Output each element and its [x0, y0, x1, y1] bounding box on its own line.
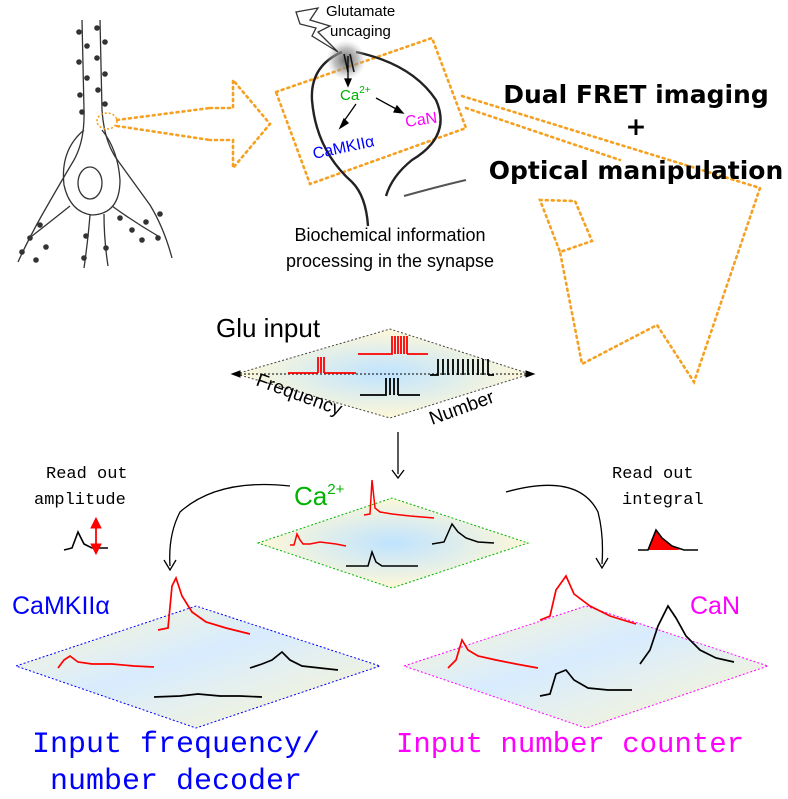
camkii-trace-few-pulses — [153, 693, 263, 698]
arrow-ca-to-can — [375, 97, 399, 111]
input-train-few-pulses — [360, 378, 420, 396]
biochem-caption-line1: Biochemical information — [294, 225, 485, 245]
can-response-plane — [402, 605, 770, 729]
zoom-leader-bottom — [115, 124, 212, 142]
can-trace-high-freq — [539, 574, 637, 625]
amplitude-trace-icon — [63, 530, 108, 551]
can-trace-few-pulses — [539, 668, 632, 697]
arrow-ca-to-camkii-readout — [169, 483, 291, 567]
input-train-high-freq — [358, 336, 428, 355]
arrow-ca-to-can-readout — [505, 484, 604, 565]
optical-manipulation-heading: Optical manipulation — [489, 156, 784, 185]
glu-input-plane — [234, 328, 532, 419]
readout-amplitude-line2: amplitude — [34, 491, 126, 510]
uncaging-label-line2: uncaging — [330, 23, 391, 40]
synapse-zoom-box — [274, 36, 468, 186]
glu-input-title: Glu input — [216, 313, 321, 343]
frequency-number-axes — [230, 370, 536, 378]
biochem-caption-line2: processing in the synapse — [286, 251, 494, 271]
can-title-bottom: CaN — [690, 592, 740, 620]
can-trace-many-pulses — [639, 604, 735, 665]
can-label-top: CaN — [404, 110, 438, 131]
camkii-trace-low-freq — [57, 654, 155, 669]
counter-caption: Input number counter — [396, 728, 744, 761]
dual-fret-heading: Dual FRET imaging — [503, 80, 769, 109]
ca-trace-low-freq — [290, 531, 347, 547]
plus-sign: + — [626, 112, 647, 141]
ca-label-top: Ca2+ — [340, 85, 371, 104]
decoder-caption-line2: number decoder — [50, 765, 302, 799]
zoom-leader-top — [115, 106, 212, 122]
input-train-many-pulses — [430, 359, 494, 376]
fret-callout-leader — [464, 106, 622, 162]
ca-trace-many-pulses — [431, 522, 495, 545]
uncaging-label-line1: Glutamate — [326, 3, 395, 20]
dendrite-spines — [19, 25, 163, 263]
input-train-low-freq — [288, 357, 356, 374]
integral-trace-icon — [638, 528, 698, 551]
decoder-caption-line1: Input frequency/ — [32, 728, 320, 762]
ca-trace-few-pulses — [346, 549, 418, 567]
readout-integral-line2: integral — [622, 491, 704, 510]
fret-callout-outline — [460, 94, 762, 385]
ca-response-plane — [256, 497, 530, 589]
zoom-region-marker — [96, 112, 118, 130]
arrow-glu-to-ca — [391, 432, 405, 480]
amplitude-arrow-icon — [90, 516, 102, 556]
camkii-trace-high-freq — [157, 575, 251, 635]
can-trace-low-freq — [447, 637, 539, 669]
camkii-title-bottom: CaMKIIα — [12, 592, 110, 620]
readout-amplitude-line1: Read out — [46, 465, 128, 484]
ca-trace-high-freq — [363, 479, 435, 519]
ca-title-middle: Ca2+ — [294, 481, 345, 511]
readout-integral-line1: Read out — [612, 465, 694, 484]
lightning-bolt-icon — [295, 7, 339, 53]
zoom-arrow — [208, 76, 272, 172]
camkii-trace-many-pulses — [249, 650, 339, 671]
camkii-response-plane — [14, 605, 382, 729]
